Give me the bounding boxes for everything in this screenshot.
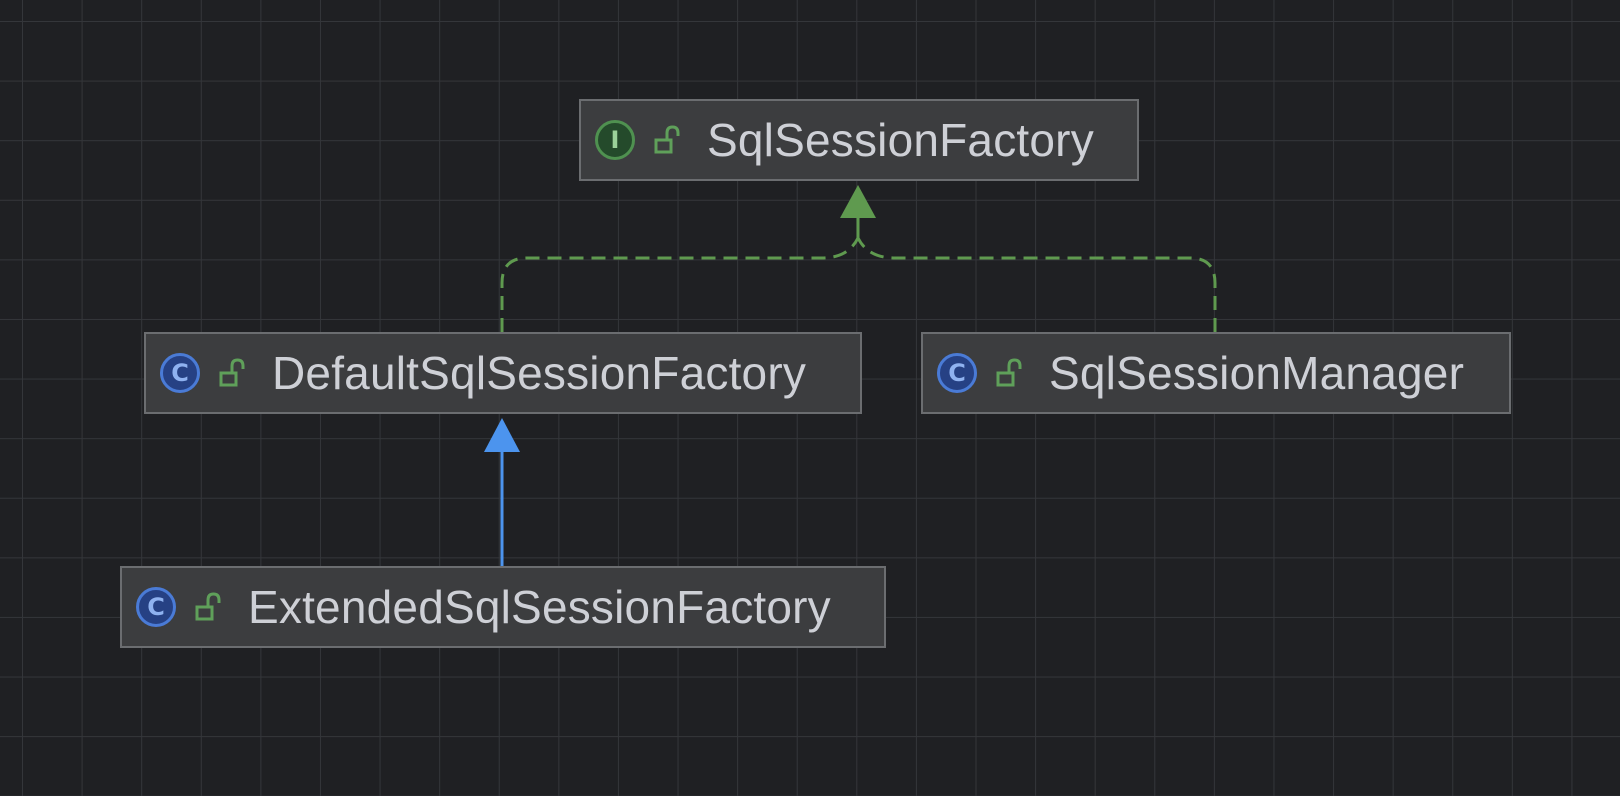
extends-arrowhead	[484, 418, 520, 452]
node-default-sql-session-factory[interactable]: C DefaultSqlSessionFactory	[144, 332, 862, 414]
unlocked-icon	[996, 358, 1022, 387]
class-icon: C	[160, 353, 200, 393]
unlocked-icon	[654, 125, 680, 154]
node-name: SqlSessionManager	[1049, 347, 1465, 399]
node-name: SqlSessionFactory	[707, 114, 1094, 166]
unlocked-icon	[195, 592, 221, 621]
implements-edge-default-factory	[500, 237, 860, 332]
class-icon: C	[937, 353, 977, 393]
class-icon: C	[136, 587, 176, 627]
node-sql-session-manager[interactable]: C SqlSessionManager	[921, 332, 1511, 414]
node-name: DefaultSqlSessionFactory	[272, 347, 807, 399]
implements-edge-session-manager	[856, 237, 1217, 332]
unlocked-icon	[219, 358, 245, 387]
node-sql-session-factory[interactable]: I SqlSessionFactory	[579, 99, 1139, 181]
node-extended-sql-session-factory[interactable]: C ExtendedSqlSessionFactory	[120, 566, 886, 648]
interface-icon: I	[595, 120, 635, 160]
implements-arrowhead	[840, 185, 876, 218]
node-name: ExtendedSqlSessionFactory	[248, 581, 831, 633]
